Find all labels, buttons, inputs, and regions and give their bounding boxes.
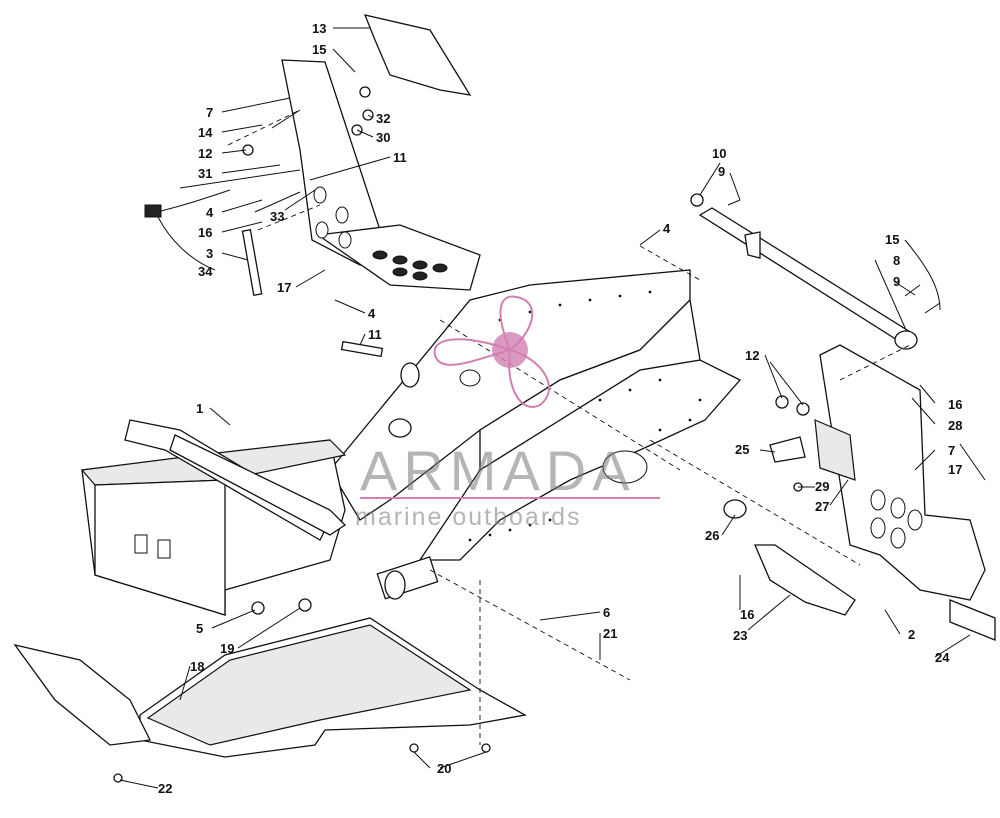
watermark-tagline: marine outboards [355,503,582,531]
rivet-row [468,290,702,542]
callout-16-right: 16 [948,397,962,412]
callout-21: 21 [603,626,617,641]
callout-14: 14 [198,125,213,140]
assembly-guides [227,109,911,745]
callout-4-mid: 4 [368,306,376,321]
callout-8: 8 [893,253,900,268]
callout-33: 33 [270,209,284,224]
callout-17-left: 17 [277,280,291,295]
callout-23: 23 [733,628,747,643]
propeller-logo [433,295,550,408]
callout-29: 29 [815,479,829,494]
callout-5: 5 [196,621,203,636]
callout-24: 24 [935,650,950,665]
watermark-brand: ARMADA [360,439,636,502]
callout-16-left: 16 [198,225,212,240]
callout-7-left: 7 [206,105,213,120]
callout-2: 2 [908,627,915,642]
callout-15-top: 15 [312,42,326,57]
callout-18: 18 [190,659,204,674]
callout-7-right: 7 [948,443,955,458]
callout-10: 10 [712,146,726,161]
callout-11-mid: 11 [368,327,382,342]
callout-11-top: 11 [393,150,407,165]
callout-31: 31 [198,166,212,181]
callout-28: 28 [948,418,962,433]
callout-19: 19 [220,641,234,656]
callout-15-right: 15 [885,232,899,247]
callout-12-right: 12 [745,348,759,363]
callout-26: 26 [705,528,719,543]
callout-12-left: 12 [198,146,212,161]
chassis-frame [80,269,747,616]
callout-20: 20 [437,761,451,776]
callout-30: 30 [376,130,390,145]
callout-3: 3 [206,246,213,261]
callout-34: 34 [198,264,213,279]
callout-9-left: 9 [718,164,725,179]
callout-22: 22 [158,781,172,796]
callout-6: 6 [603,605,610,620]
callout-32: 32 [376,111,390,126]
callout-27: 27 [815,499,829,514]
leader-lines [119,27,986,789]
callout-16-bottom: 16 [740,607,754,622]
footrest-holes [372,250,448,281]
callout-1: 1 [196,401,203,416]
callout-25: 25 [735,442,749,457]
belly-pan [13,617,527,783]
callout-17-right: 17 [948,462,962,477]
callout-4-right: 4 [663,221,671,236]
rear-brace-assembly [754,344,996,641]
callout-9-right: 9 [893,274,900,289]
front-hoop-assembly [144,14,481,358]
callout-labels: 13 15 7 14 12 31 4 16 3 34 33 32 30 11 1… [158,21,962,796]
watermark: ARMADA marine outboards [355,295,660,531]
callout-4-left: 4 [206,205,214,220]
rear-crossbar [690,193,941,350]
callout-13: 13 [312,21,326,36]
